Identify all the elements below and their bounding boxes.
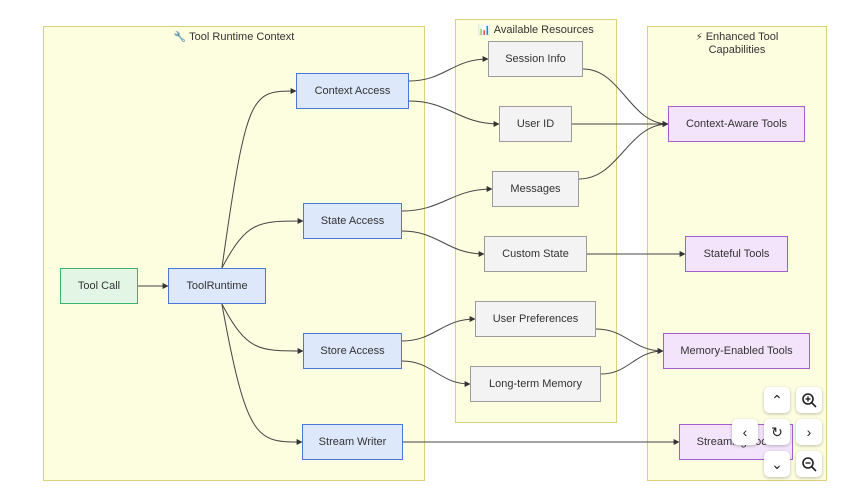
- edge-state-access-to-messages: [401, 186, 493, 212]
- node-user-id[interactable]: User ID: [499, 106, 572, 142]
- cluster-title: ⚡Enhanced Tool Capabilities: [695, 31, 779, 56]
- node-tool-call[interactable]: Tool Call: [60, 268, 138, 304]
- cluster-available-resources: 📊Available Resources: [455, 19, 617, 423]
- zoom-out-glyph: [802, 457, 817, 472]
- edge-store-access-to-long-term-memory: [401, 360, 471, 387]
- edge-context-access-to-user-id: [408, 100, 500, 127]
- zoom-in-icon[interactable]: [796, 387, 822, 413]
- node-context-access[interactable]: Context Access: [296, 73, 409, 109]
- wrench-icon: 🔧: [173, 32, 187, 43]
- chevron-right-icon[interactable]: ›: [796, 419, 822, 445]
- node-memory-enabled-tools[interactable]: Memory-Enabled Tools: [663, 333, 810, 369]
- edge-long-term-memory-to-memory-enabled-tools: [600, 348, 664, 375]
- node-session-info[interactable]: Session Info: [488, 41, 583, 77]
- edge-tool-runtime-to-stream-writer: [221, 303, 303, 445]
- edge-messages-to-context-aware-tools: [578, 121, 669, 180]
- edge-state-access-to-custom-state: [401, 230, 485, 257]
- chevron-left-icon[interactable]: ‹: [732, 419, 758, 445]
- cluster-title: 📊Available Resources: [478, 24, 594, 36]
- edge-user-preferences-to-memory-enabled-tools: [595, 328, 664, 354]
- cluster-title: 🔧Tool Runtime Context: [173, 31, 295, 43]
- reset-icon[interactable]: ↻: [764, 419, 790, 445]
- edge-tool-runtime-to-state-access: [221, 218, 304, 269]
- node-state-access[interactable]: State Access: [303, 203, 402, 239]
- zoom-in-glyph: [802, 393, 817, 408]
- node-context-aware-tools[interactable]: Context-Aware Tools: [668, 106, 805, 142]
- node-store-access[interactable]: Store Access: [303, 333, 402, 369]
- node-messages[interactable]: Messages: [492, 171, 579, 207]
- edge-tool-runtime-to-context-access: [221, 88, 297, 269]
- node-tool-runtime[interactable]: ToolRuntime: [168, 268, 266, 304]
- zoom-out-icon[interactable]: [796, 451, 822, 477]
- chevron-up-icon[interactable]: ⌃: [764, 387, 790, 413]
- lightning-icon: ⚡: [695, 32, 703, 43]
- node-custom-state[interactable]: Custom State: [484, 236, 587, 272]
- edge-context-access-to-session-info: [408, 56, 489, 82]
- node-user-preferences[interactable]: User Preferences: [475, 301, 596, 337]
- node-long-term-memory[interactable]: Long-term Memory: [470, 366, 601, 402]
- edge-session-info-to-context-aware-tools: [582, 68, 669, 127]
- edge-store-access-to-user-preferences: [401, 316, 476, 342]
- bar-chart-icon: 📊: [478, 25, 491, 36]
- node-stream-writer[interactable]: Stream Writer: [302, 424, 403, 460]
- node-stateful-tools[interactable]: Stateful Tools: [685, 236, 788, 272]
- edge-tool-runtime-to-store-access: [221, 303, 304, 354]
- chevron-down-icon[interactable]: ⌄: [764, 451, 790, 477]
